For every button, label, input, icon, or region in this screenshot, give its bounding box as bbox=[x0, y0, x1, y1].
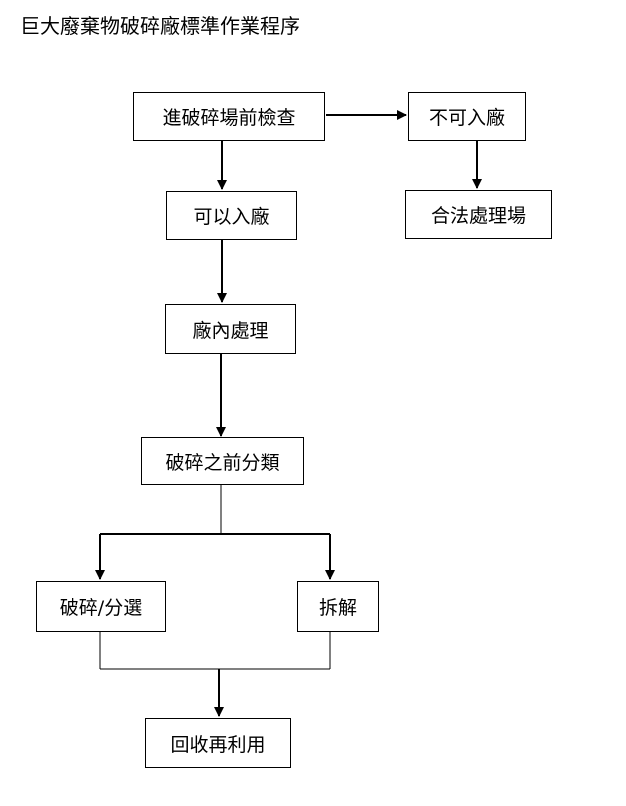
node-recycle: 回收再利用 bbox=[145, 718, 291, 768]
node-pre-inspection: 進破碎場前檢查 bbox=[133, 92, 325, 141]
node-pre-sort: 破碎之前分類 bbox=[141, 437, 304, 485]
node-recycle-label: 回收再利用 bbox=[170, 733, 266, 756]
node-allowed: 可以入廠 bbox=[166, 191, 297, 240]
node-crush-sort: 破碎/分選 bbox=[36, 581, 166, 632]
node-crush-sort-label: 破碎/分選 bbox=[59, 597, 143, 619]
node-dismantle: 拆解 bbox=[297, 581, 379, 632]
node-dismantle-label: 拆解 bbox=[318, 597, 357, 619]
node-legal-site: 合法處理場 bbox=[405, 190, 552, 239]
node-legal-site-label: 合法處理場 bbox=[430, 205, 526, 227]
node-in-plant-label: 廠內處理 bbox=[192, 319, 269, 342]
node-not-allowed-label: 不可入廠 bbox=[428, 107, 505, 129]
page-title: 巨大廢棄物破碎廠標準作業程序 bbox=[20, 14, 300, 38]
node-pre-sort-label: 破碎之前分類 bbox=[165, 451, 280, 474]
node-allowed-label: 可以入廠 bbox=[193, 206, 270, 228]
node-not-allowed: 不可入廠 bbox=[408, 92, 526, 141]
node-in-plant: 廠內處理 bbox=[165, 304, 296, 354]
node-pre-inspection-label: 進破碎場前檢查 bbox=[162, 107, 296, 129]
